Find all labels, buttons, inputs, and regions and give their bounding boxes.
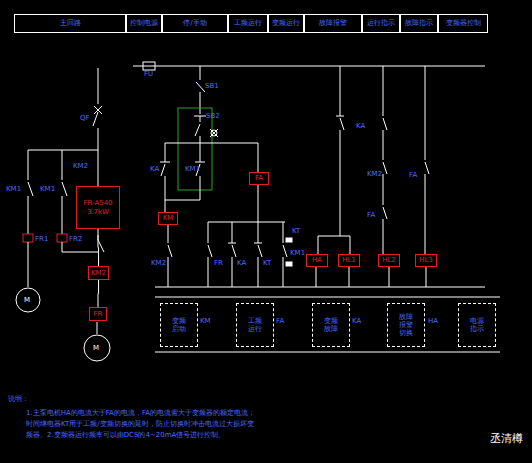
header-cell: 主回路 xyxy=(14,14,126,33)
component-label: KM1 xyxy=(6,186,21,194)
node-text: 变频故障 xyxy=(323,317,338,333)
node-text: FR xyxy=(94,310,103,318)
node-text: 变频运行 xyxy=(272,19,300,27)
component-label: KM2 xyxy=(151,260,166,268)
component-label: KM1 xyxy=(290,250,305,258)
component-label: KT xyxy=(263,260,271,268)
inverter-box: FR-A5403.7kW xyxy=(76,186,120,229)
alarm-box: HA xyxy=(306,254,328,267)
watermark: 丞清樽 xyxy=(490,433,523,445)
node-text: FR-A540 xyxy=(83,199,112,207)
contactor-box: KM xyxy=(158,212,178,225)
component-label: FR xyxy=(214,260,223,268)
wire-connector xyxy=(98,229,100,266)
node-text: 故障指示 xyxy=(405,19,433,27)
component-label: KT xyxy=(292,228,300,236)
component-label: KM1 xyxy=(40,186,55,194)
component-label: FA xyxy=(276,318,284,326)
component-label: KM2 xyxy=(73,163,88,171)
function-box: 电源指示 xyxy=(458,303,496,347)
node-text: 电源指示 xyxy=(469,317,484,333)
header-cell: 故障指示 xyxy=(400,14,438,33)
component-label: KM2 xyxy=(367,171,382,179)
header-cell: 工频运行 xyxy=(228,14,268,33)
node-text: HL3 xyxy=(419,256,433,264)
component-label: KM xyxy=(200,318,211,326)
component-label: FA xyxy=(409,172,417,180)
node-text: 变频启动 xyxy=(171,317,186,333)
node-text: 主回路 xyxy=(60,19,81,27)
component-label: KA xyxy=(237,260,246,268)
component-label: 说明： xyxy=(8,396,29,404)
header-cell: 停/手动 xyxy=(162,14,228,33)
component-label: QF xyxy=(80,115,90,123)
node-text: 故障报警切换 xyxy=(398,313,413,337)
component-label: M xyxy=(93,345,99,353)
relay-box: FA xyxy=(249,172,269,185)
header-cell: 控制电源 xyxy=(126,14,162,33)
function-box: 工频运行 xyxy=(236,303,274,347)
node-text: 工频运行 xyxy=(247,317,262,333)
component-label: HA xyxy=(428,318,438,326)
function-box: 变频故障 xyxy=(312,303,350,347)
node-text: 变频器控制 xyxy=(446,19,481,27)
lamp-box: HL2 xyxy=(378,254,400,267)
node-text: HL1 xyxy=(342,256,356,264)
node-text: KM xyxy=(163,214,174,222)
node-text: 控制电源 xyxy=(130,19,158,27)
component-label: FR2 xyxy=(69,236,82,244)
header-cell: 变频器控制 xyxy=(438,14,488,33)
function-box: 变频启动 xyxy=(160,303,198,347)
node-text: 停/手动 xyxy=(183,19,206,27)
header-cell: 故障报警 xyxy=(304,14,362,33)
node-text: 工频运行 xyxy=(234,19,262,27)
node-text: FA xyxy=(255,174,263,182)
component-label: M xyxy=(24,297,30,305)
contactor-box: KM2 xyxy=(88,266,109,280)
component-label: KA xyxy=(150,166,159,174)
node-text: KM2 xyxy=(91,269,106,277)
component-label: FU xyxy=(144,71,153,79)
note-text: 1.主泵电机HA的电流大于FA的电流，FA的电流需大于变频器的额定电流；时间继电… xyxy=(26,408,256,442)
node-text: 故障报警 xyxy=(319,19,347,27)
lamp-box: HL1 xyxy=(338,254,360,267)
relay-box: FR xyxy=(89,307,107,321)
component-label: KA xyxy=(356,123,365,131)
node-text: HL2 xyxy=(382,256,396,264)
component-label: SB1 xyxy=(205,83,219,91)
component-label: KA xyxy=(352,318,361,326)
header-cell: 运行指示 xyxy=(362,14,400,33)
lamp-box: HL3 xyxy=(415,254,437,267)
component-label: FR1 xyxy=(35,236,48,244)
component-label: KM1 xyxy=(185,166,200,174)
header-cell: 变频运行 xyxy=(268,14,304,33)
node-text: 运行指示 xyxy=(367,19,395,27)
component-label: FA xyxy=(367,212,375,220)
function-box: 故障报警切换 xyxy=(387,303,425,347)
wire-connector xyxy=(98,280,100,307)
node-text: HA xyxy=(312,256,322,264)
component-label: SB2 xyxy=(206,113,220,121)
node-text: 3.7kW xyxy=(87,208,109,216)
